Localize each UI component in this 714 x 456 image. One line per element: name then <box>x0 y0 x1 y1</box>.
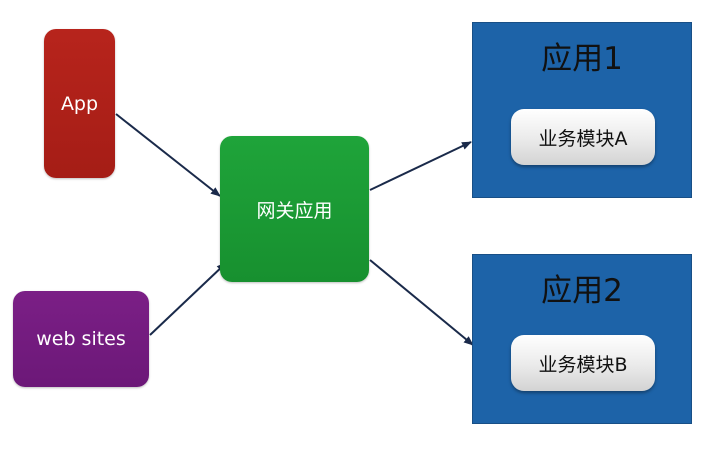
web-sites-client-label: web sites <box>36 328 126 350</box>
arrow-app-to-gateway <box>115 113 221 197</box>
arrow-gateway-to-app1 <box>369 141 472 191</box>
business-module-a: 业务模块A <box>511 109 655 165</box>
business-module-b-label: 业务模块B <box>538 353 628 376</box>
app-client-node: App <box>44 29 115 178</box>
business-module-a-label: 业务模块A <box>538 127 628 150</box>
application-1-title: 应用1 <box>541 41 623 77</box>
arrow-gateway-to-app2 <box>369 259 474 346</box>
app-client-label: App <box>60 92 99 115</box>
arrow-websites-to-gateway <box>149 262 227 336</box>
business-module-b: 业务模块B <box>511 335 655 391</box>
application-1-box: 应用1 业务模块A <box>472 22 692 198</box>
web-sites-client-node: web sites <box>13 291 149 387</box>
gateway-label: 网关应用 <box>256 199 333 222</box>
application-2-box: 应用2 业务模块B <box>472 254 692 424</box>
gateway-node: 网关应用 <box>220 136 369 282</box>
application-2-title: 应用2 <box>541 273 623 309</box>
